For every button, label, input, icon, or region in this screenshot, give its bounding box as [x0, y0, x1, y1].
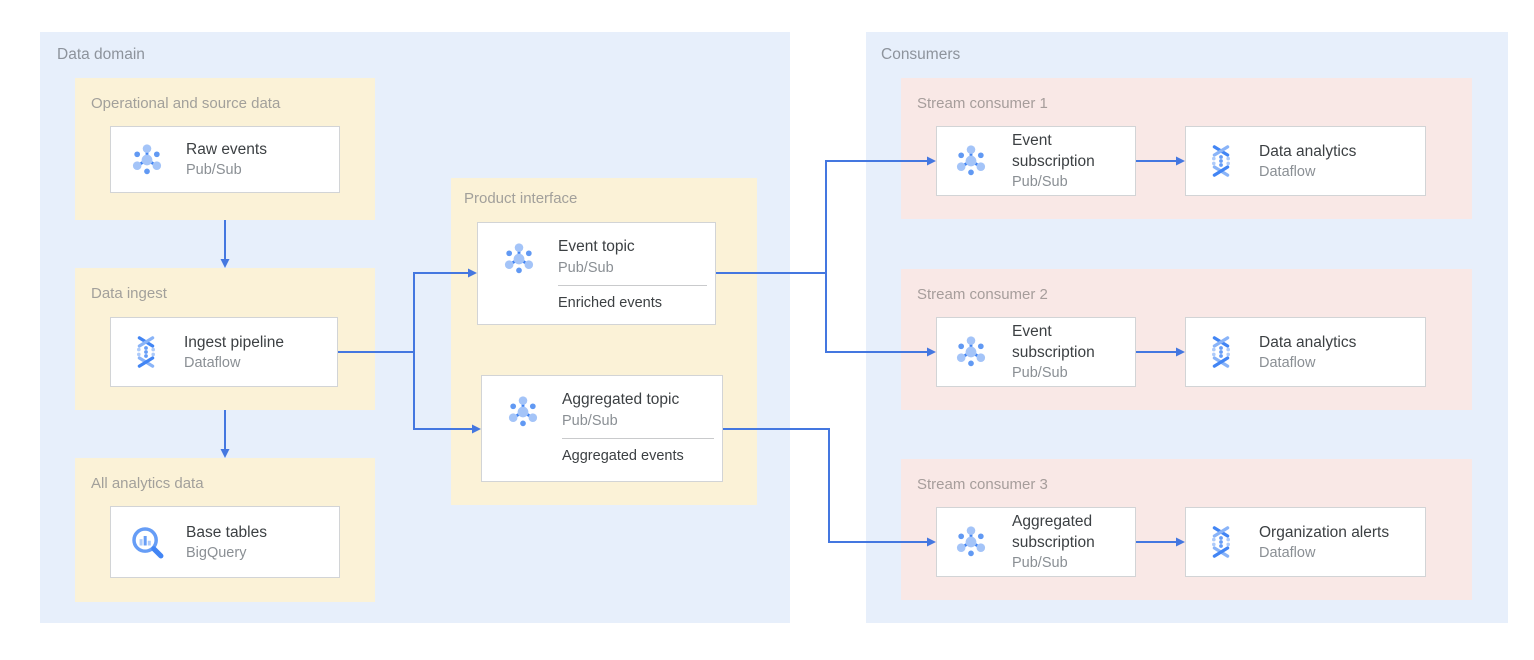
section-label: Stream consumer 1	[917, 95, 1048, 112]
card-subtitle: Dataflow	[184, 354, 241, 371]
card-event-subscription: Event subscription Pub/Sub	[936, 126, 1136, 196]
consumers-container: Consumers Stream consumer 1 Event sub	[866, 32, 1508, 623]
card-title: Event topic	[558, 238, 635, 255]
section-stream-consumer-3: Stream consumer 3 Aggregated subscriptio…	[901, 459, 1472, 600]
section-stream-consumer-1: Stream consumer 1 Event subscription Pub…	[901, 78, 1472, 219]
dataflow-icon	[1203, 143, 1239, 179]
card-title: Raw events	[186, 141, 267, 158]
section-data-ingest: Data ingest Ingest pipeline Dataflow	[75, 268, 375, 410]
card-title: Data analytics	[1259, 333, 1357, 351]
card-data-analytics: Data analytics Dataflow	[1185, 126, 1426, 196]
card-title: Organization alerts	[1259, 523, 1390, 541]
card-subtitle: BigQuery	[186, 544, 247, 561]
card-title: Data analytics	[1259, 142, 1357, 160]
consumers-label: Consumers	[881, 46, 961, 63]
card-subtitle: Dataflow	[1259, 354, 1316, 371]
card-title: Event subscription	[1012, 323, 1095, 361]
dataflow-icon	[128, 334, 164, 370]
section-label: Stream consumer 2	[917, 286, 1048, 303]
section-operational-source-data: Operational and source data Raw events P…	[75, 78, 375, 220]
divider	[558, 285, 707, 286]
card-data-analytics: Data analytics Dataflow	[1185, 317, 1426, 387]
card-event-subscription: Event subscription Pub/Sub	[936, 317, 1136, 387]
section-label: Stream consumer 3	[917, 476, 1048, 493]
pubsub-icon	[128, 141, 166, 179]
pubsub-icon	[952, 523, 990, 561]
section-all-analytics-data: All analytics data Base tables BigQuery	[75, 458, 375, 602]
data-domain-label: Data domain	[57, 46, 145, 63]
card-subtitle: Pub/Sub	[1012, 365, 1068, 381]
section-product-interface: Product interface Event topic Pub/Sub E	[451, 178, 757, 505]
card-title: Ingest pipeline	[184, 333, 284, 351]
dataflow-icon	[1203, 524, 1239, 560]
card-subtitle: Pub/Sub	[558, 260, 614, 276]
pubsub-icon	[952, 142, 990, 180]
dataflow-icon	[1203, 334, 1239, 370]
section-label: All analytics data	[91, 475, 204, 492]
divider	[562, 438, 714, 439]
card-tag: Aggregated events	[562, 448, 684, 464]
section-stream-consumer-2: Stream consumer 2 Event subscription Pub…	[901, 269, 1472, 410]
card-subtitle: Dataflow	[1259, 163, 1316, 180]
pubsub-icon	[952, 333, 990, 371]
data-domain-container: Data domain Operational and source data	[40, 32, 790, 623]
card-base-tables: Base tables BigQuery	[110, 506, 340, 578]
card-title: Aggregated subscription	[1012, 513, 1095, 551]
pubsub-icon	[504, 393, 542, 431]
pubsub-icon	[500, 240, 538, 278]
section-label: Operational and source data	[91, 95, 281, 112]
card-title: Base tables	[186, 523, 267, 541]
card-ingest-pipeline: Ingest pipeline Dataflow	[110, 317, 338, 387]
card-subtitle: Pub/Sub	[1012, 555, 1068, 571]
card-subtitle: Dataflow	[1259, 544, 1316, 561]
card-subtitle: Pub/Sub	[562, 413, 618, 429]
card-title: Aggregated topic	[562, 391, 680, 408]
card-organization-alerts: Organization alerts Dataflow	[1185, 507, 1426, 577]
card-aggregated-topic: Aggregated topic Pub/Sub Aggregated even…	[481, 375, 723, 482]
bigquery-icon	[128, 523, 166, 561]
card-event-topic: Event topic Pub/Sub Enriched events	[477, 222, 716, 325]
card-subtitle: Pub/Sub	[186, 162, 242, 178]
card-title: Event subscription	[1012, 132, 1095, 170]
card-raw-events: Raw events Pub/Sub	[110, 126, 340, 193]
section-label: Product interface	[464, 190, 578, 207]
card-tag: Enriched events	[558, 295, 662, 311]
section-label: Data ingest	[91, 285, 167, 302]
card-aggregated-subscription: Aggregated subscription Pub/Sub	[936, 507, 1136, 577]
card-subtitle: Pub/Sub	[1012, 174, 1068, 190]
